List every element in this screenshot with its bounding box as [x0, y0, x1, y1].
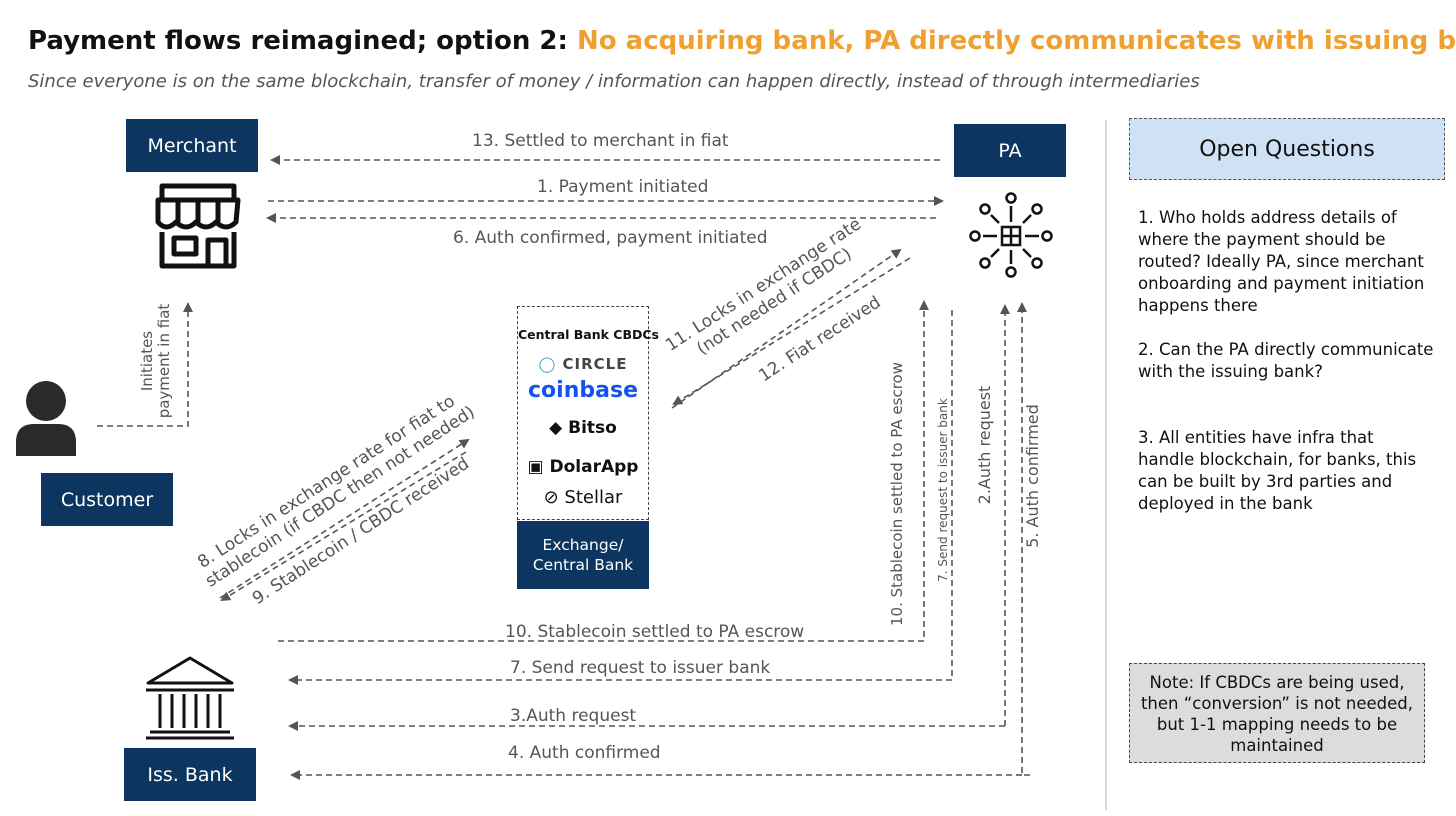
stellar-logo-text: Stellar [564, 487, 623, 508]
person-icon [16, 381, 76, 456]
title-main: Payment flows reimagined; option 2: [28, 26, 577, 56]
cbdc-note: Note: If CBDCs are being used, then “con… [1129, 663, 1425, 763]
arrow-10 [278, 300, 929, 642]
circle-logo: ◯ CIRCLE [518, 355, 648, 373]
page-title: Payment flows reimagined; option 2: No a… [28, 26, 1456, 56]
flow-label-10: 10. Stablecoin settled to PA escrow [505, 622, 805, 642]
merchant-box: Merchant [126, 119, 258, 172]
iss-bank-box: Iss. Bank [124, 748, 256, 801]
initiates-label-line-1: Initiates [138, 330, 156, 392]
open-question-3: 3. All entities have infra that handle b… [1138, 428, 1417, 513]
flow-label-3: 3.Auth request [510, 706, 637, 726]
flow-label-7-vertical: 7. Send request to issuer bank [936, 398, 950, 582]
coinbase-logo: coinbase [528, 378, 638, 403]
circle-logo-icon: ◯ [538, 355, 557, 373]
stellar-logo-icon: ⊘ [543, 487, 559, 508]
dolarapp-logo-text: DolarApp [549, 457, 639, 477]
flow-label-1: 1. Payment initiated [537, 177, 709, 197]
open-questions-heading: Open Questions [1129, 118, 1445, 180]
store-icon [155, 183, 241, 269]
flow-label-5-vertical: 5. Auth confirmed [1023, 404, 1042, 548]
network-hub-icon [969, 192, 1053, 278]
page-subtitle: Since everyone is on the same blockchain… [28, 71, 1200, 92]
dolarapp-logo: ▣ DolarApp [518, 457, 648, 477]
initiates-label-line-2: payment in fiat [155, 303, 174, 419]
arrow-8 [219, 438, 470, 599]
flow-label-4: 4. Auth confirmed [508, 743, 661, 763]
arrow-12 [672, 257, 911, 406]
cbdc-heading: Central Bank CBDCs [518, 327, 659, 342]
exchange-box: Exchange/ Central Bank [517, 521, 649, 589]
flow-label-2-vertical: 2.Auth request [975, 385, 994, 505]
flow-label-13: 13. Settled to merchant in fiat [472, 131, 729, 151]
bitso-logo-text: Bitso [568, 418, 617, 438]
arrow-11 [671, 248, 902, 409]
bitso-logo-icon: ◆ [549, 418, 563, 438]
arrow-5 [1017, 302, 1030, 776]
flow-label-7: 7. Send request to issuer bank [510, 658, 771, 678]
title-highlight: No acquiring bank, PA directly communica… [576, 26, 1456, 56]
flow-label-10-vertical: 10. Stablecoin settled to PA escrow [888, 362, 906, 627]
customer-box: Customer [41, 473, 173, 526]
open-question-2: 2. Can the PA directly communicate with … [1138, 340, 1434, 381]
open-question-1: 1. Who holds address details of where th… [1138, 208, 1425, 315]
bitso-logo: ◆ Bitso [518, 418, 648, 438]
bank-icon [146, 656, 234, 740]
stellar-logo: ⊘ Stellar [518, 487, 648, 508]
arrow-7 [288, 310, 953, 685]
arrow-9 [220, 451, 467, 602]
flow-label-6: 6. Auth confirmed, payment initiated [453, 228, 768, 248]
circle-logo-text: CIRCLE [562, 355, 628, 373]
exchange-logo-panel: Central Bank CBDCs ◯ CIRCLE coinbase ◆ B… [517, 306, 659, 520]
pa-box: PA [954, 124, 1066, 177]
arrow-initiates [97, 302, 193, 427]
dolarapp-logo-icon: ▣ [527, 457, 544, 477]
